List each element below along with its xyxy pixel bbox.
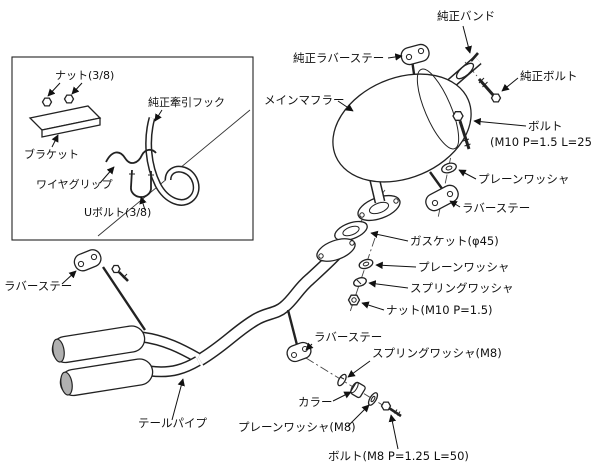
label-nut-m10: ナット(M10 P=1.5) [386,303,493,317]
label-spring-washer-m8: スプリングワッシャ(M8) [372,346,502,360]
label-genuine-bolt: 純正ボルト [520,69,578,83]
label-wire-grip: ワイヤグリップ [36,177,113,191]
label-collar: カラー [298,395,333,409]
inset-detail-panel: ナット(3/8) 純正牽引フック ブラケット ワイヤグリップ Uボルト(3/8) [11,56,254,241]
label-plain-washer-mid: プレーンワッシャ [418,260,509,274]
gasket-part [334,220,368,242]
rubber-stay-left-part [73,249,102,272]
u-bolt-part [129,169,154,198]
genuine-bolt-part [477,77,502,103]
genuine-band-part [455,52,479,80]
bracket-part [28,94,102,138]
label-plain-washer-m8: プレーンワッシャ(M8) [238,420,356,434]
label-spring-washer-mid: スプリングワッシャ [410,281,514,295]
bolt-m8-part [380,401,402,418]
label-genuine-tow-hook: 純正牽引フック [148,95,225,109]
label-bolt-m10: ボルト [528,119,563,133]
nut-m10-part [347,294,361,306]
label-main-muffler: メインマフラー [264,93,345,107]
left-stay-bolt-part [111,264,129,282]
label-nut-3-8: ナット(3/8) [55,69,114,82]
label-bolt-m10-spec: (M10 P=1.5 L=25 [490,135,592,149]
label-bolt-m8: ボルト(M8 P=1.25 L=50) [328,449,469,463]
label-rubber-stay-right: ラバーステー [462,201,530,215]
label-plain-washer-upper: プレーンワッシャ [478,172,569,186]
tailpipe-flange-part [316,238,356,262]
plain-washer-mid-part [358,258,374,270]
genuine-rubber-stay-part [400,43,430,66]
label-u-bolt-3-8: Uボルト(3/8) [84,206,151,219]
muffler-flange-part [357,194,401,222]
label-rubber-stay-left: ラバーステー [4,279,72,293]
tail-pipe-part [51,246,344,397]
spring-washer-m8-part [337,373,347,387]
wire-grip-part [105,148,157,164]
centerline-mid-nut-stack [349,237,376,313]
rubber-stay-right-part [425,184,459,212]
tail-tip-lower [59,358,154,397]
label-genuine-band: 純正バンド [437,9,495,23]
label-bracket: ブラケット [24,147,79,161]
plain-washer-upper-part [441,162,457,174]
label-tail-pipe: テールパイプ [138,416,207,430]
plain-washer-m8-part [367,392,379,406]
label-gasket: ガスケット(φ45) [410,234,499,248]
tow-hook-part [145,117,200,206]
label-genuine-rubber-stay: 純正ラバーステー [293,51,384,65]
tail-tip-upper [51,325,146,364]
center-hanger-rod [286,309,299,346]
bolt-m10-part [452,111,471,150]
label-rubber-stay-center: ラバーステー [314,330,382,344]
left-hanger-rod [102,266,146,331]
spring-washer-mid-part [353,277,367,287]
collar-part [350,381,366,399]
main-labels: 純正バンド 純正ラバーステー 純正ボルト メインマフラー ボルト (M10 P=… [4,9,592,463]
